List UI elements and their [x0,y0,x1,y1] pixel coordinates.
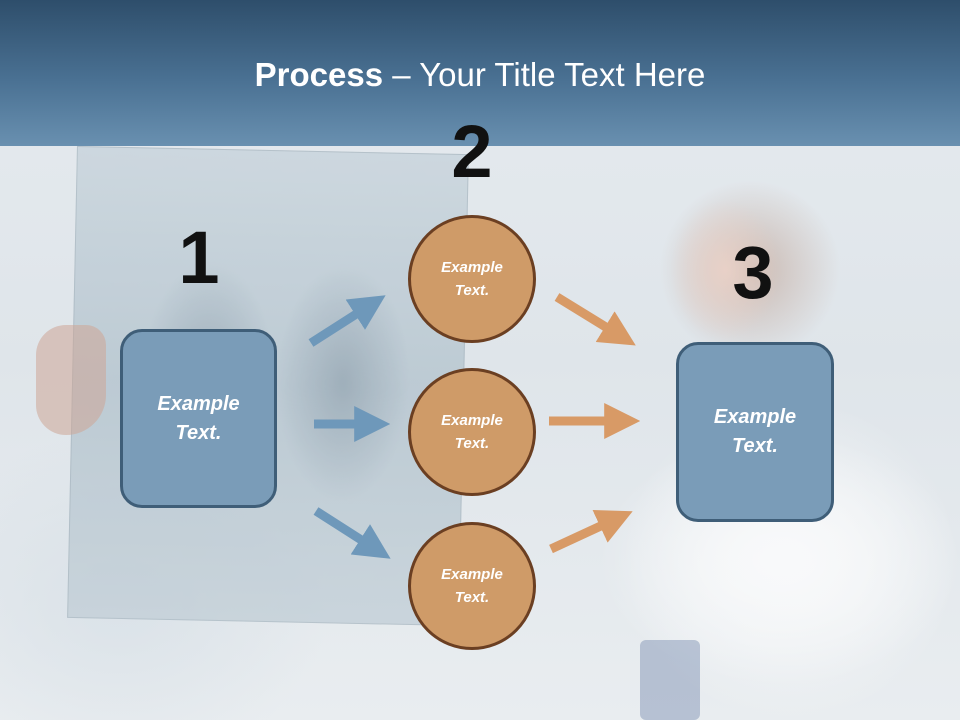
step-2-circle-middle: Example Text. [408,368,536,496]
doctor-shirt-image [640,640,700,720]
slide-title: Process – Your Title Text Here [0,52,960,98]
circle-top-text: Example Text. [441,259,503,299]
circle-middle-text: Example Text. [441,412,503,452]
hand-image [36,325,106,435]
step-2-circle-bottom: Example Text. [408,522,536,650]
step-3-text: Example Text. [713,406,797,457]
step-1-text: Example Text. [157,392,240,444]
doctor-face-image [650,175,800,365]
title-bold: Process [254,56,384,93]
header-band [0,0,960,146]
step-1-box: Example Text. [120,329,277,508]
step-3-box: Example Text. [676,342,834,522]
step-number-2: 2 [451,110,493,193]
title-rest: – Your Title Text Here [383,56,706,93]
step-2-circle-top: Example Text. [408,215,536,343]
circle-bottom-text: Example Text. [441,566,503,606]
step-number-1: 1 [178,216,220,299]
step-number-3: 3 [732,231,774,314]
